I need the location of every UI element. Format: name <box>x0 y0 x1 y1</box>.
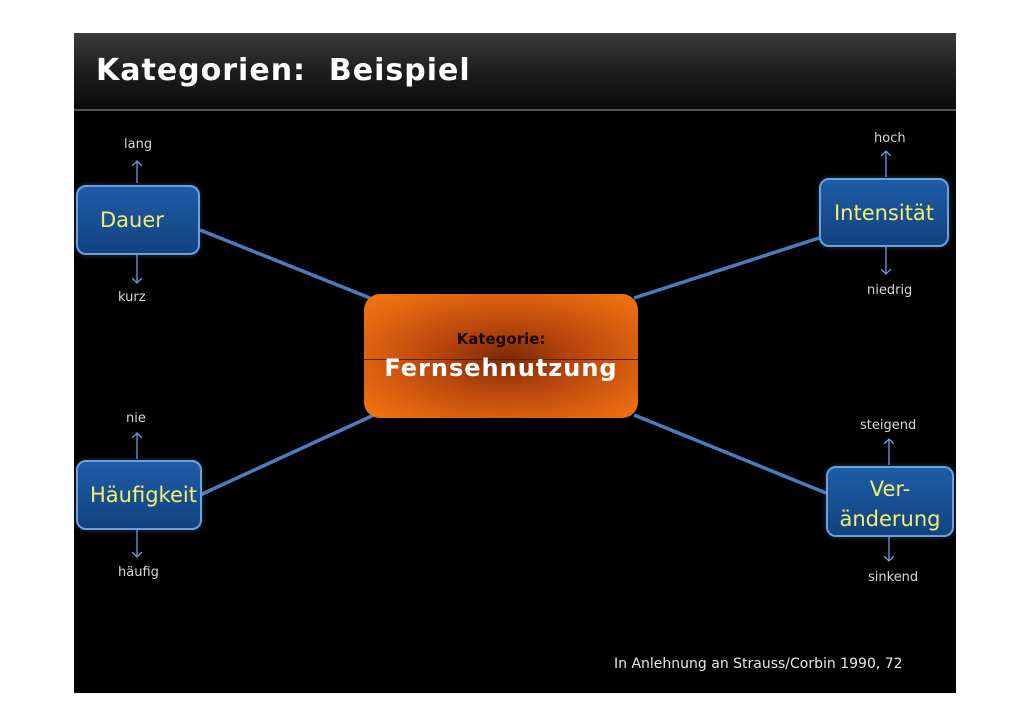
dauer-top-label: lang <box>124 137 153 152</box>
connector-intensitaet <box>633 236 820 300</box>
haeufigkeit-top-label: nie <box>126 411 146 426</box>
center-category-label: Fernsehnutzung <box>384 354 618 382</box>
box-haeufigkeit-label: Häufigkeit <box>90 483 197 507</box>
box-veraenderung-label-line1: Ver- <box>869 477 911 501</box>
intensitaet-top-label: hoch <box>874 131 906 146</box>
haeufigkeit-bottom-label: häufig <box>118 565 159 580</box>
box-veraenderung-label-line2: änderung <box>839 507 941 531</box>
box-dauer-label: Dauer <box>100 208 164 232</box>
connector-dauer <box>199 228 371 300</box>
intensitaet-bottom-label: niedrig <box>867 283 913 298</box>
dauer-bottom-label: kurz <box>118 290 146 305</box>
slide-title: Kategorien: Beispiel <box>96 53 471 88</box>
source-citation: In Anlehnung an Strauss/Corbin 1990, 72 <box>614 656 903 672</box>
connector-lines <box>74 33 956 693</box>
slide: Kategorien: Beispiel lang Dauer kurz hoc… <box>74 33 956 693</box>
veraenderung-bottom-label: sinkend <box>868 570 919 585</box>
center-category-subtitle: Kategorie: <box>456 330 546 348</box>
box-intensitaet-label: Intensität <box>833 201 935 225</box>
box-dauer: Dauer <box>76 185 200 255</box>
box-intensitaet: Intensität <box>819 178 949 247</box>
veraenderung-top-label: steigend <box>860 418 917 433</box>
box-veraenderung: Ver- änderung <box>826 466 954 537</box>
connector-veraenderung <box>633 413 827 495</box>
center-category-box: Kategorie: Fernsehnutzung <box>364 294 638 418</box>
center-divider <box>364 359 638 360</box>
title-bar: Kategorien: Beispiel <box>74 33 956 111</box>
connector-haeufigkeit <box>199 413 375 497</box>
box-haeufigkeit: Häufigkeit <box>76 460 202 530</box>
